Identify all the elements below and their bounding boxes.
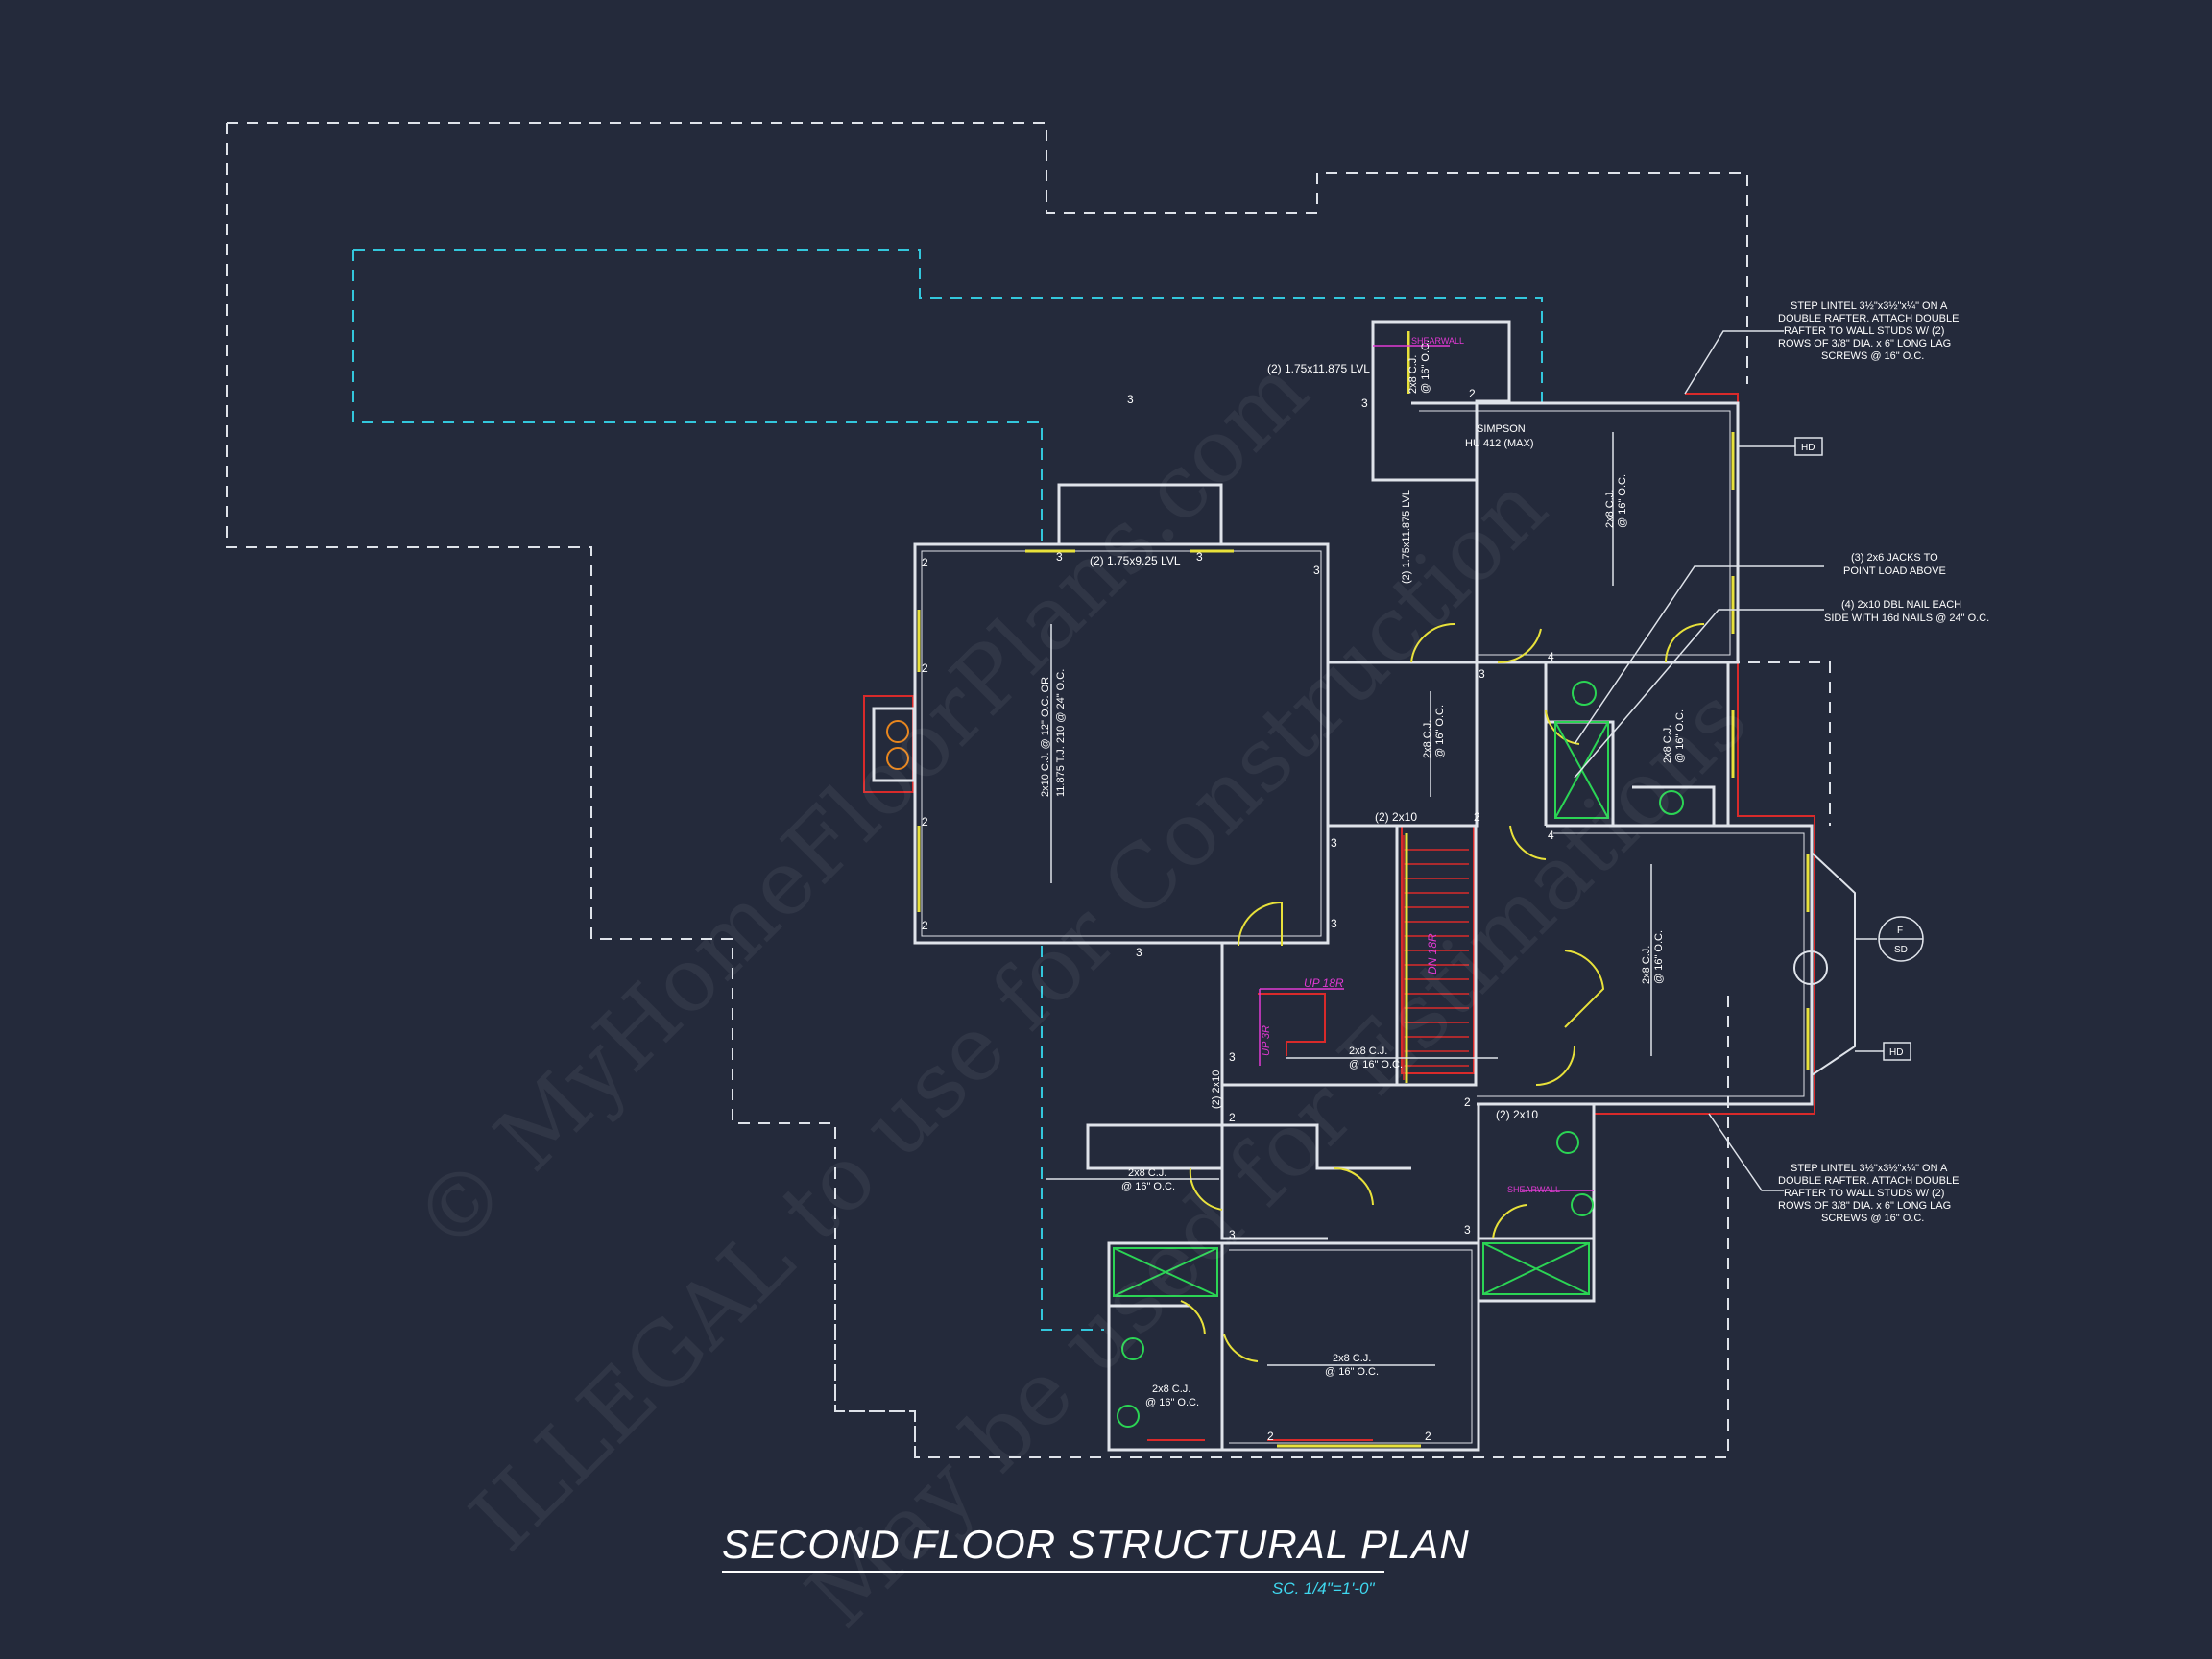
east-cj-label-1: 2x8 C.J. [1641,946,1652,984]
svg-text:3: 3 [1313,564,1320,577]
walls [872,320,1814,1452]
svg-text:2: 2 [922,919,928,932]
svg-text:SCREWS @ 16" O.C.: SCREWS @ 16" O.C. [1821,350,1924,362]
svg-text:2: 2 [1267,1430,1274,1443]
up-3r-label: UP 3R [1261,1025,1272,1056]
stair-cj-label-2: @ 16" O.C. [1349,1059,1403,1070]
east-cj-label-2: @ 16" O.C. [1653,930,1665,984]
tower-cj-label-2: @ 16" O.C. [1420,340,1431,394]
svg-text:3: 3 [1479,667,1485,681]
svg-text:3: 3 [1056,550,1063,564]
header-2x10-c: (2) 2x10 [1211,1070,1222,1109]
stair-cj-label-1: 2x8 C.J. [1349,1046,1387,1057]
tag-hd-2: HD [1889,1047,1903,1058]
tag-f: F [1897,926,1903,936]
dbl-nail-note-2: SIDE WITH 16d NAILS @ 24" O.C. [1824,613,1989,624]
ne-cj-label-1: 2x8 C.J. [1604,490,1616,528]
closet-cj-label-2: @ 16" O.C. [1121,1181,1175,1192]
bonus-cj-label-2: 11.875 T.J. 210 @ 24" O.C. [1055,669,1067,797]
lower-roof-dashed [352,249,1543,1331]
bay-window [1793,852,1856,1076]
title-underline [722,1571,1384,1573]
svg-text:3: 3 [1331,836,1337,850]
dbl-nail-note-1: (4) 2x10 DBL NAIL EACH [1841,599,1961,611]
lvl-925-label: (2) 1.75x9.25 LVL [1090,554,1181,567]
simpson-label-2: HU 412 (MAX) [1465,438,1534,449]
svg-text:3: 3 [1127,393,1134,406]
jacks-note-1: (3) 2x6 JACKS TO [1851,552,1938,564]
svg-text:2: 2 [1469,387,1476,400]
svg-text:RAFTER TO WALL STUDS W/ (2): RAFTER TO WALL STUDS W/ (2) [1784,325,1944,337]
svg-text:3: 3 [1229,1228,1236,1241]
svg-text:2: 2 [922,661,928,675]
tower-cj-label-1: 2x8 C.J. [1407,355,1419,394]
up-18r-label: UP 18R [1304,976,1344,990]
tag-hd-1: HD [1801,443,1815,453]
svg-text:3: 3 [1196,550,1203,564]
svg-text:STEP LINTEL 3½"x3½"x¼" ON A: STEP LINTEL 3½"x3½"x¼" ON A [1791,301,1948,312]
post-marks: 3 3 3 2 2 2 2 3 3 3 3 4 4 2 2 3 2 3 2 3 … [922,387,1554,1443]
sw-cj-label-1: 2x8 C.J. [1152,1383,1190,1395]
svg-text:3: 3 [1361,397,1368,410]
south-cj-label-2: @ 16" O.C. [1325,1366,1379,1378]
svg-text:4: 4 [1548,650,1554,663]
svg-text:2: 2 [1464,1095,1471,1109]
roof-outline-dashed-2 [834,1245,916,1457]
drawing-scale: SC. 1/4"=1'-0" [1272,1579,1375,1598]
south-cj-label-1: 2x8 C.J. [1333,1353,1371,1364]
svg-text:2: 2 [1375,820,1376,822]
svg-text:3: 3 [1136,946,1142,959]
simpson-label-1: SIMPSON [1477,423,1526,435]
svg-text:3: 3 [1229,1050,1236,1064]
hall-cj-label-1: 2x8 C.J. [1422,720,1433,758]
shearwall-label-2: SHEARWALL [1507,1185,1560,1194]
svg-text:STEP LINTEL 3½"x3½"x¼" ON A: STEP LINTEL 3½"x3½"x¼" ON A [1791,1163,1948,1174]
svg-text:DOUBLE RAFTER. ATTACH DOUBLE: DOUBLE RAFTER. ATTACH DOUBLE [1778,1175,1959,1187]
step-lintel-note-top: STEP LINTEL 3½"x3½"x¼" ON A DOUBLE RAFTE… [1778,301,1959,362]
svg-text:2: 2 [1229,1111,1236,1124]
svg-text:DOUBLE RAFTER. ATTACH DOUBLE: DOUBLE RAFTER. ATTACH DOUBLE [1778,313,1959,325]
tag-sd: SD [1894,945,1908,955]
ne-cj-label-2: @ 16" O.C. [1617,474,1628,528]
bath-cj-label-1: 2x8 C.J. [1662,725,1673,763]
joist-arrows [1046,432,1652,1366]
svg-text:3: 3 [1331,917,1337,930]
sw-cj-label-2: @ 16" O.C. [1145,1397,1199,1408]
drawing-title: SECOND FLOOR STRUCTURAL PLAN [722,1522,1470,1567]
closet-cj-label-1: 2x8 C.J. [1128,1167,1166,1179]
svg-text:3: 3 [1464,1223,1471,1237]
svg-text:2: 2 [922,815,928,829]
svg-text:2: 2 [1474,810,1480,824]
stair-treads [1403,835,1469,1080]
step-lintel-note-bottom: STEP LINTEL 3½"x3½"x¼" ON A DOUBLE RAFTE… [1778,1163,1959,1224]
svg-text:4: 4 [1548,829,1554,842]
bath-cj-label-2: @ 16" O.C. [1674,709,1686,763]
lvl-vertical-label: (2) 1.75x11.875 LVL [1401,490,1412,584]
svg-text:RAFTER TO WALL STUDS W/ (2): RAFTER TO WALL STUDS W/ (2) [1784,1188,1944,1199]
hall-cj-label-2: @ 16" O.C. [1434,705,1446,758]
header-2x10-b: (2) 2x10 [1496,1108,1538,1121]
svg-text:SCREWS @ 16" O.C.: SCREWS @ 16" O.C. [1821,1213,1924,1224]
shearwall-label-1: SHEARWALL [1411,336,1464,346]
magenta-marks [1259,345,1594,1191]
callout-tags [1574,330,1924,1191]
svg-text:ROWS OF 3/8" DIA. x 6" LONG LA: ROWS OF 3/8" DIA. x 6" LONG LAG [1778,1200,1951,1212]
svg-text:2: 2 [922,556,928,569]
door-swings [1180,622,1705,1362]
header-2x10-a: (2) 2x10 [1375,810,1417,824]
fixtures [886,681,1684,1428]
lvl-top-label: (2) 1.75x11.875 LVL [1267,362,1370,375]
svg-text:2: 2 [1425,1430,1431,1443]
windows [917,331,1810,1448]
svg-text:ROWS OF 3/8" DIA. x 6" LONG LA: ROWS OF 3/8" DIA. x 6" LONG LAG [1778,338,1951,349]
dn-18r-label: DN 18R [1426,933,1439,974]
jacks-note-2: POINT LOAD ABOVE [1843,565,1946,577]
bonus-cj-label-1: 2x10 C.J. @ 12" O.C. OR [1040,677,1051,797]
